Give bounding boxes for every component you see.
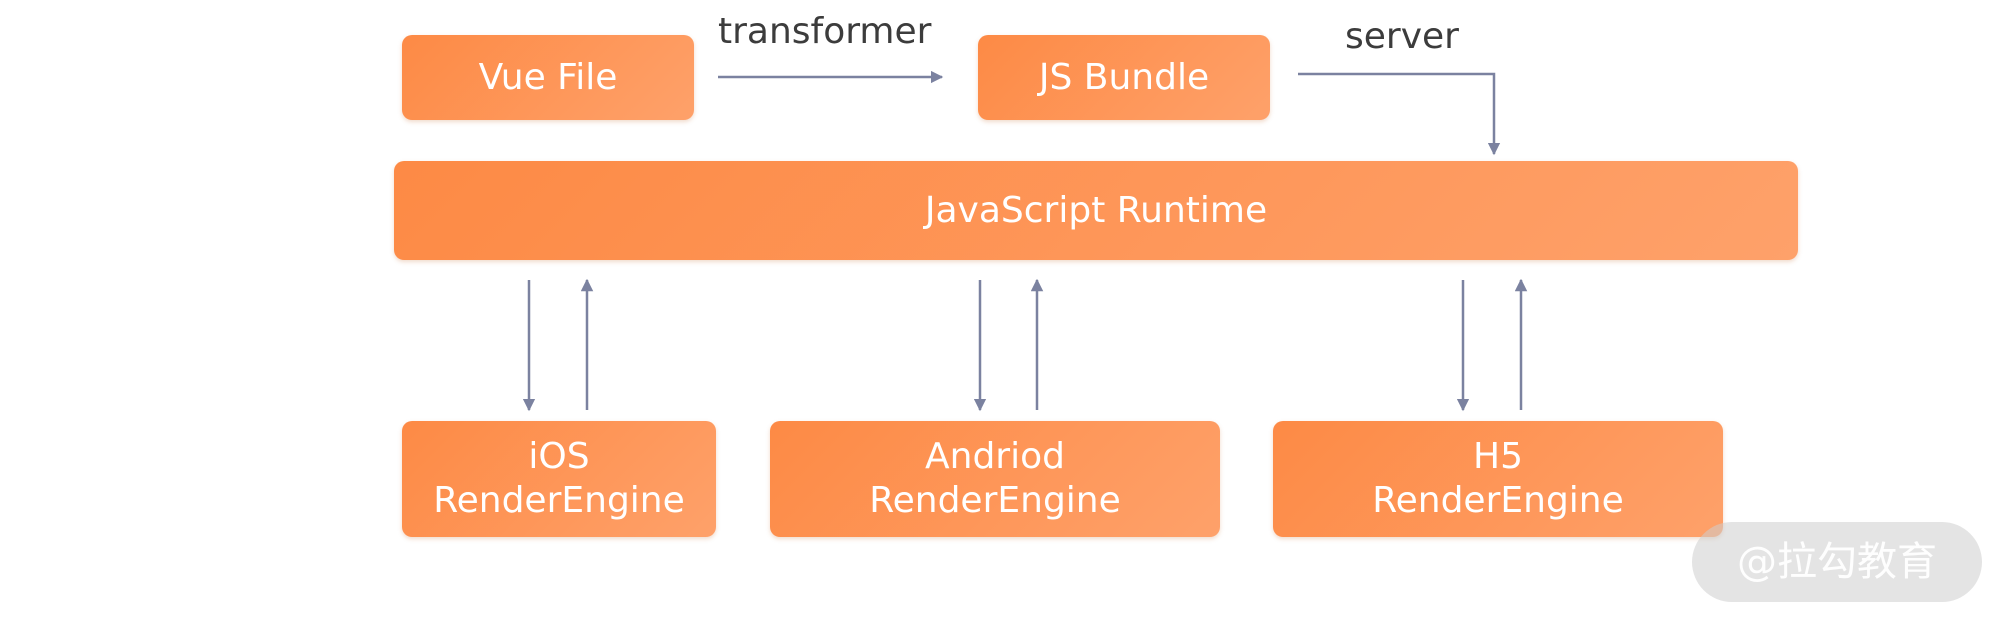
ios-label-line1: iOS xyxy=(528,436,590,477)
vue-file-label: Vue File xyxy=(478,56,618,98)
ios-render-engine-node: iOS RenderEngine xyxy=(402,421,716,537)
transformer-edge-label: transformer xyxy=(718,11,932,52)
server-edge-label: server xyxy=(1345,16,1459,57)
javascript-runtime-node: JavaScript Runtime xyxy=(394,161,1798,260)
android-label-line2: RenderEngine xyxy=(869,480,1121,521)
vue-file-node: Vue File xyxy=(402,35,694,120)
ios-label-line2: RenderEngine xyxy=(433,480,685,521)
js-bundle-node: JS Bundle xyxy=(978,35,1270,120)
android-label-line1: Andriod xyxy=(925,436,1065,477)
h5-label-line1: H5 xyxy=(1473,436,1523,477)
javascript-runtime-label: JavaScript Runtime xyxy=(924,189,1268,231)
android-render-engine-node: Andriod RenderEngine xyxy=(770,421,1220,537)
js-bundle-label: JS Bundle xyxy=(1038,56,1210,98)
h5-render-engine-node: H5 RenderEngine xyxy=(1273,421,1723,537)
h5-label-line2: RenderEngine xyxy=(1372,480,1624,521)
watermark-badge: @拉勾教育 xyxy=(1692,522,1982,602)
arrow-bundle-to-runtime xyxy=(1298,72,1501,156)
